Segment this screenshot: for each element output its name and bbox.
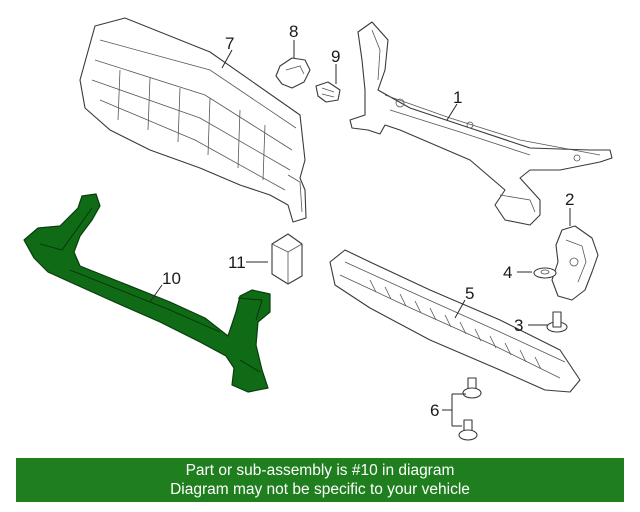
part-9-bolt [315, 81, 341, 103]
callout-3: 3 [514, 316, 523, 335]
part-8-bracket [275, 57, 311, 89]
callout-1: 1 [453, 88, 462, 107]
part-10-air-deflector-highlighted [23, 193, 271, 393]
callout-6: 6 [430, 401, 439, 420]
leader-lines [149, 40, 571, 427]
callout-10: 10 [162, 269, 181, 288]
part-1-upper-tie-bar [349, 21, 613, 226]
part-7-grille-frame [79, 17, 307, 223]
part-5-lower-tie-bar [329, 249, 581, 393]
callout-9: 9 [331, 47, 340, 66]
part-2-side-bracket [551, 225, 599, 301]
info-banner: Part or sub-assembly is #10 in diagram D… [16, 458, 624, 502]
banner-line-2: Diagram may not be specific to your vehi… [170, 481, 470, 498]
callout-11: 11 [228, 253, 246, 272]
callout-4: 4 [503, 263, 512, 282]
callout-7: 7 [225, 34, 234, 53]
part-4-nut [533, 267, 557, 279]
part-11-block [271, 233, 303, 285]
part-3-bolt [546, 311, 568, 333]
part-6-bolts [458, 377, 482, 441]
callout-8: 8 [289, 22, 298, 41]
callout-5: 5 [465, 284, 474, 303]
callout-2: 2 [565, 190, 574, 209]
banner-line-1: Part or sub-assembly is #10 in diagram [185, 462, 455, 479]
